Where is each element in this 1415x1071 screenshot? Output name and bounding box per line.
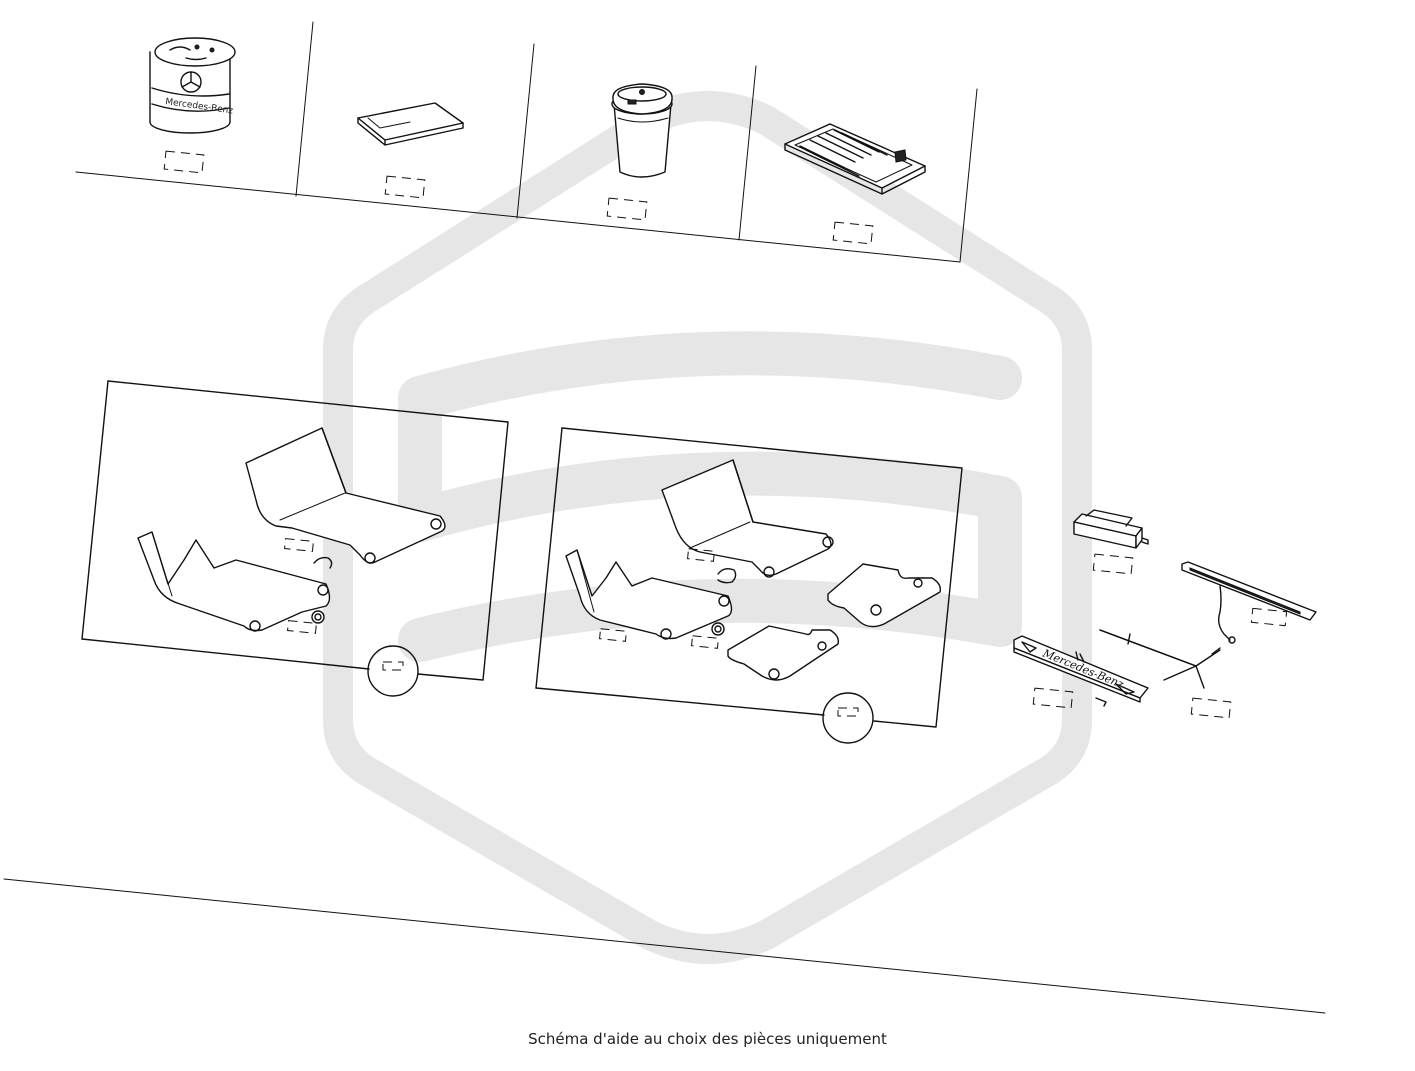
- part-callout-13: [1250, 607, 1288, 627]
- air-freshener-can-part[interactable]: Mercedes-Benz: [149, 37, 236, 174]
- part-callout-11: [837, 707, 859, 717]
- bottom-baseline: [3, 878, 1326, 1014]
- part-callout-5: [284, 538, 314, 552]
- reference-circle-1: [367, 645, 419, 697]
- part-callout-14: [1190, 697, 1232, 719]
- part-callout-4: [832, 221, 874, 245]
- part-callout-3: [606, 197, 648, 221]
- control-module-part[interactable]: [1073, 509, 1149, 575]
- wiring-harness-part[interactable]: [1099, 629, 1232, 719]
- part-callout-15: [1032, 687, 1074, 709]
- part-callout-8: [687, 548, 715, 562]
- top-row-frame: [75, 21, 978, 263]
- fragrance-card-part[interactable]: [357, 102, 464, 199]
- floor-mat-set-2[interactable]: [535, 427, 963, 744]
- part-callout-7: [382, 661, 404, 671]
- part-callout-10: [691, 635, 719, 649]
- part-callout-12: [1092, 553, 1134, 575]
- part-callout-2: [384, 175, 426, 199]
- illuminated-trim-strip-part[interactable]: [1181, 561, 1317, 644]
- reference-circle-2: [822, 692, 874, 744]
- part-callout-6: [287, 620, 317, 634]
- grille-insert-part[interactable]: [784, 123, 926, 245]
- part-callout-1: [163, 150, 205, 174]
- cup-holder-container-part[interactable]: [606, 83, 673, 221]
- floor-mat-set-1[interactable]: [81, 380, 509, 697]
- mercedes-star-icon: [180, 71, 202, 93]
- part-callout-9: [599, 628, 627, 642]
- diagram-caption: Schéma d'aide au choix des pièces unique…: [528, 1030, 887, 1048]
